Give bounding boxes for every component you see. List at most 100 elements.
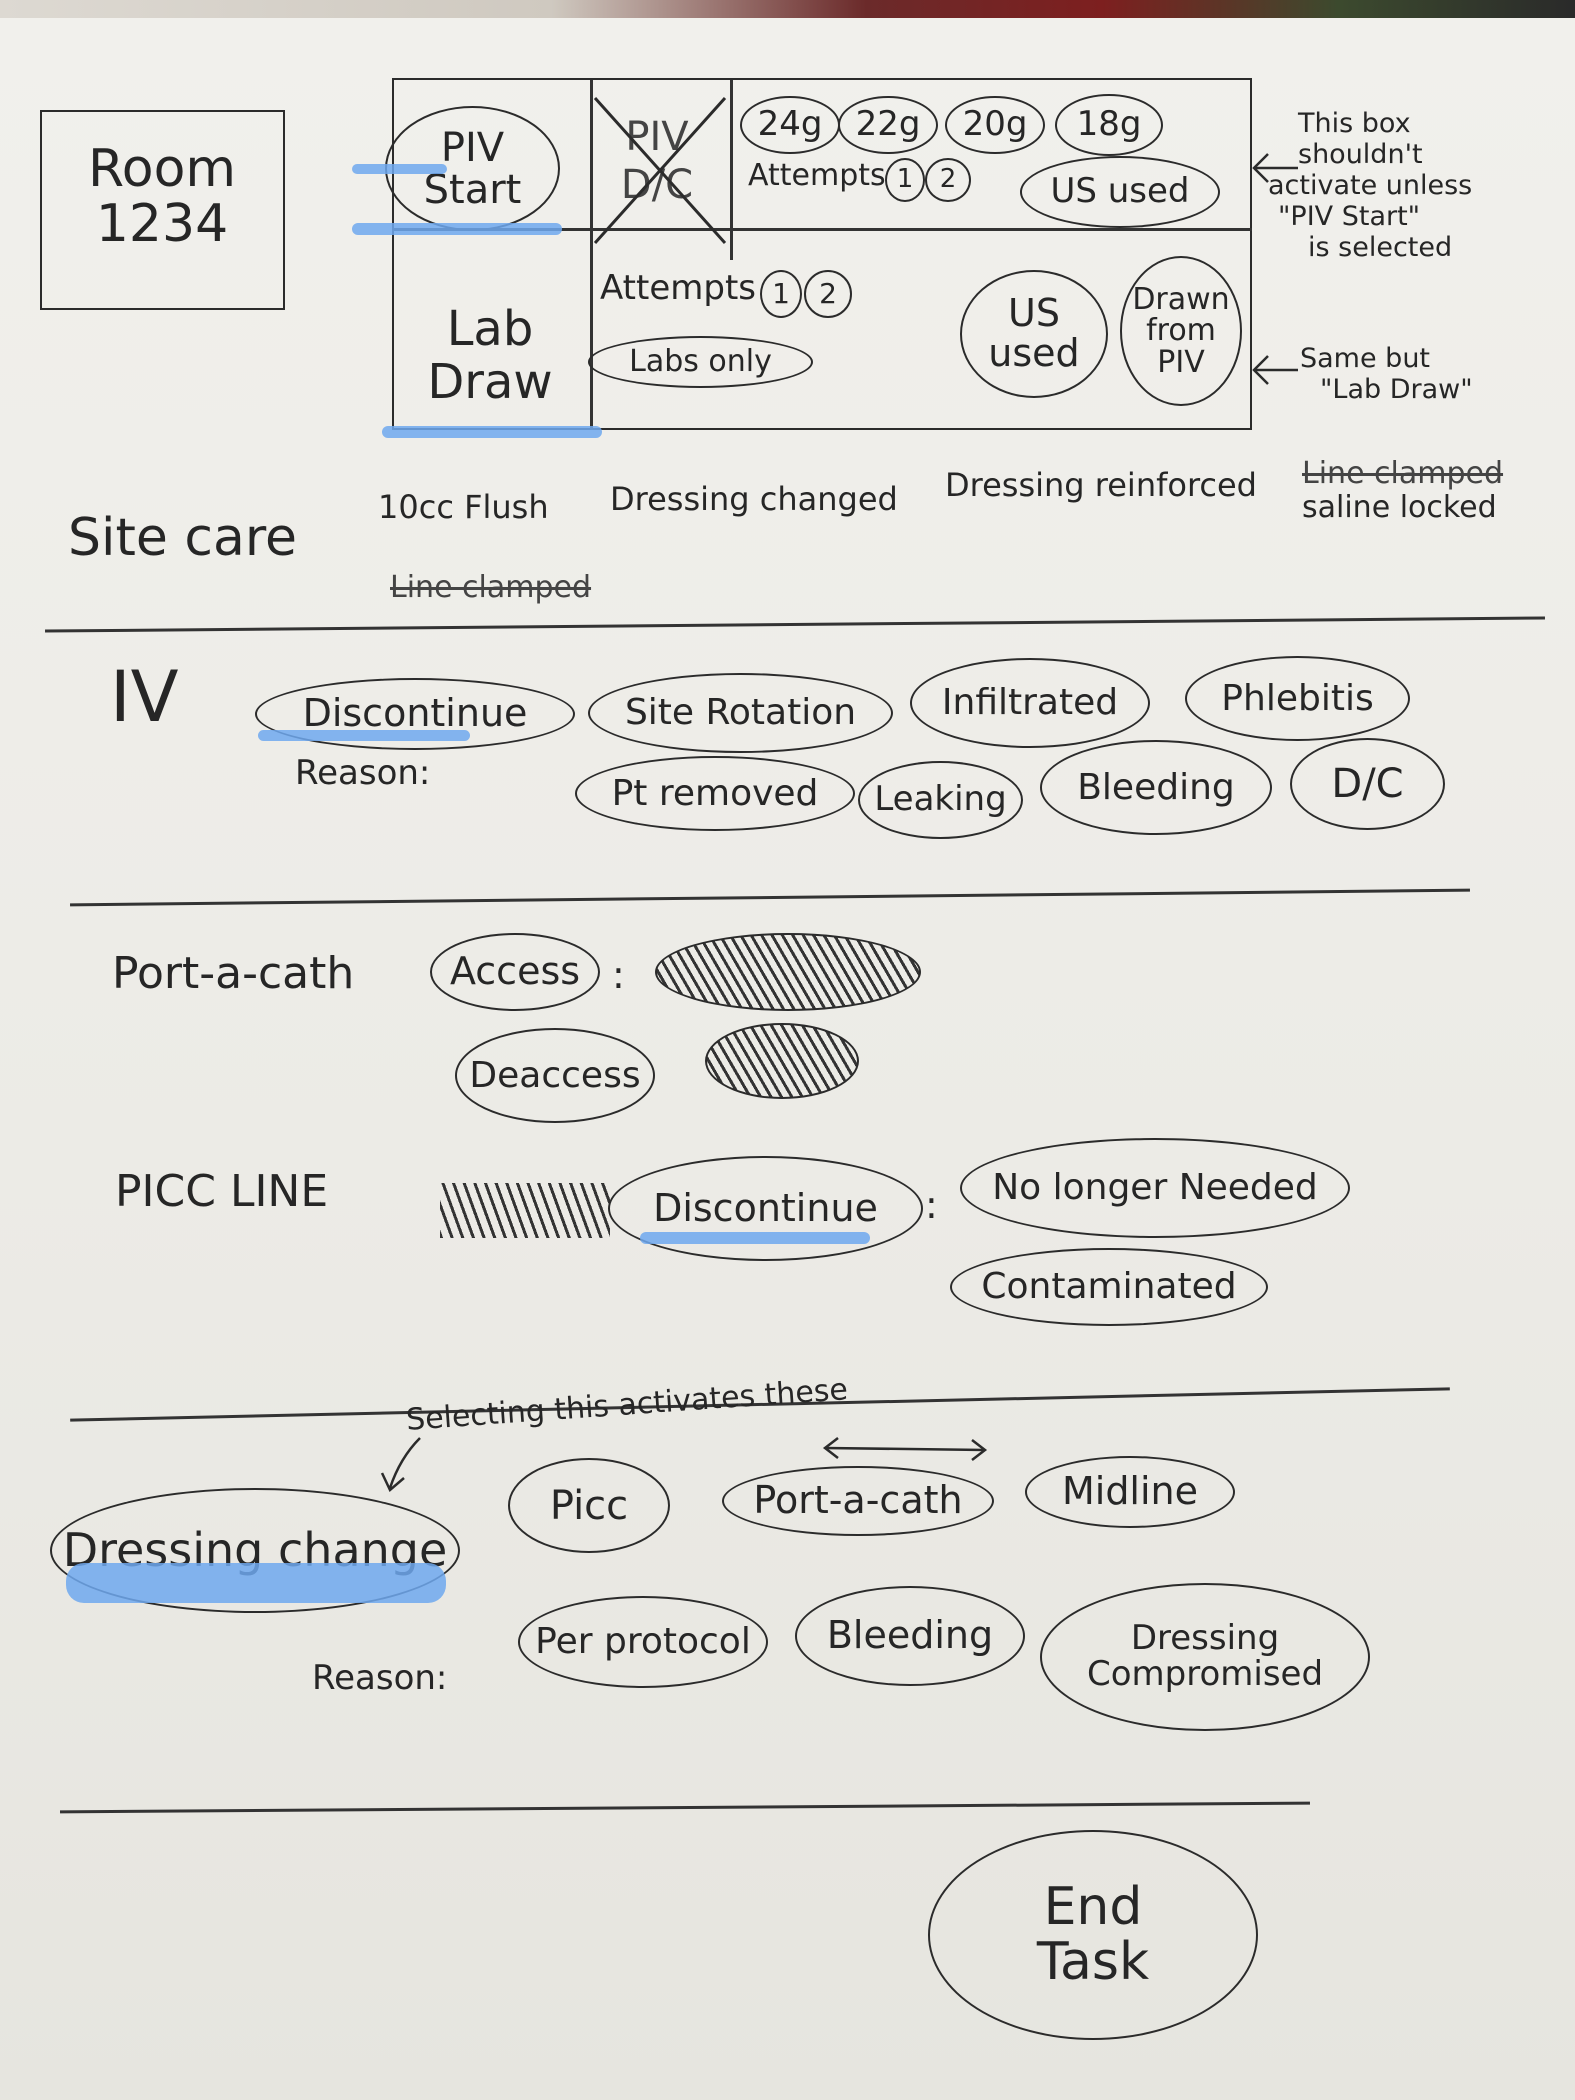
- iv-reason-site-rotation-label: Site Rotation: [624, 692, 857, 734]
- iv-discontinue-highlight: [258, 730, 470, 741]
- sketch-paper: Room 1234 PIV Start PIV D/C 24g 22g 20g …: [0, 18, 1575, 2100]
- picc-line-label: PICC LINE: [115, 1166, 329, 1217]
- piv-note-line3: activate unless: [1268, 170, 1473, 202]
- gauge-24g-label: 24g: [757, 104, 823, 145]
- labs-only-label: Labs only: [629, 344, 772, 380]
- iv-reason-label: Reason:: [295, 753, 431, 793]
- site-care-10cc-flush[interactable]: 10cc Flush: [378, 488, 549, 526]
- end-task-button[interactable]: End Task: [928, 1830, 1258, 2040]
- gauge-20g-chip[interactable]: 20g: [945, 96, 1045, 154]
- piv-note-line5: is selected: [1308, 232, 1453, 264]
- dressing-reason-bleeding[interactable]: Bleeding: [795, 1586, 1025, 1686]
- dressing-change-highlight: [66, 1563, 446, 1603]
- piv-attempts-label: Attempts: [748, 158, 886, 193]
- iv-reason-pt-removed[interactable]: Pt removed: [575, 756, 855, 831]
- lab-attempts-label: Attempts: [600, 268, 756, 308]
- drawn-from-piv-line2: from: [1146, 313, 1216, 349]
- piv-start-line2: Start: [423, 166, 522, 213]
- iv-reason-dc-label: D/C: [1331, 761, 1404, 807]
- piv-dc-button[interactable]: PIV D/C: [590, 93, 730, 253]
- dressing-type-picc[interactable]: Picc: [508, 1458, 670, 1553]
- gauge-22g-chip[interactable]: 22g: [838, 96, 938, 154]
- piv-note-arrow: [1252, 153, 1298, 183]
- drawn-from-piv-chip[interactable]: Drawn from PIV: [1120, 256, 1242, 406]
- divider-2: [70, 888, 1470, 906]
- dressing-reason-per-protocol[interactable]: Per protocol: [518, 1596, 768, 1688]
- dressing-reason-compromised-line2: Compromised: [1086, 1654, 1324, 1694]
- labs-only-chip[interactable]: Labs only: [588, 336, 813, 388]
- end-task-line1: End: [1043, 1877, 1143, 1938]
- end-task-line2: Task: [1036, 1932, 1150, 1992]
- port-deaccess-button[interactable]: Deaccess: [455, 1028, 655, 1123]
- iv-discontinue-button[interactable]: Discontinue: [255, 678, 575, 750]
- lab-note-line1: Same but: [1300, 343, 1431, 374]
- dressing-type-port-a-cath[interactable]: Port-a-cath: [722, 1466, 994, 1536]
- iv-reason-infiltrated[interactable]: Infiltrated: [910, 658, 1150, 748]
- gauge-18g-chip[interactable]: 18g: [1055, 94, 1163, 156]
- piv-attempt-1-label: 1: [896, 164, 914, 195]
- dressing-reason-label: Reason:: [312, 1658, 448, 1698]
- piv-attempt-2[interactable]: 2: [925, 158, 971, 202]
- dressing-reason-bleeding-label: Bleeding: [826, 1613, 994, 1658]
- room-label-line1: Room: [87, 139, 237, 199]
- drawn-from-piv-line3: PIV: [1157, 344, 1205, 380]
- piv-lab-panel: [392, 78, 1252, 430]
- lab-note: Same but "Lab Draw": [1300, 343, 1560, 405]
- dressing-reason-compromised-line1: Dressing: [1130, 1618, 1280, 1659]
- port-access-button[interactable]: Access: [430, 933, 600, 1011]
- lab-draw-highlight: [382, 426, 602, 438]
- port-a-cath-label: Port-a-cath: [112, 948, 355, 999]
- lab-note-line2: "Lab Draw": [1320, 374, 1473, 406]
- iv-reason-leaking[interactable]: Leaking: [858, 761, 1023, 839]
- panel-divider-h: [392, 228, 1252, 231]
- iv-reason-site-rotation[interactable]: Site Rotation: [588, 673, 893, 753]
- gauge-20g-label: 20g: [962, 104, 1028, 145]
- site-care-dressing-changed[interactable]: Dressing changed: [610, 480, 898, 518]
- lab-draw-line1: Lab: [446, 301, 534, 357]
- lab-us-used-chip[interactable]: US used: [960, 270, 1108, 398]
- gauge-22g-label: 22g: [855, 104, 921, 145]
- lab-attempt-1[interactable]: 1: [760, 270, 802, 318]
- dressing-type-port-a-cath-label: Port-a-cath: [753, 1478, 963, 1523]
- port-access-colon: :: [612, 953, 625, 997]
- site-care-line-clamped-struck-right: Line clamped: [1302, 456, 1504, 491]
- dressing-type-picc-label: Picc: [549, 1482, 629, 1529]
- iv-label: IV: [110, 656, 179, 738]
- dressing-reason-per-protocol-label: Per protocol: [535, 1621, 751, 1663]
- picc-scribbled-option: [440, 1183, 610, 1238]
- piv-start-line1: PIV: [440, 124, 505, 171]
- picc-discontinue-highlight: [640, 1232, 870, 1244]
- piv-dc-cross: [593, 96, 727, 245]
- lab-attempt-1-label: 1: [772, 277, 790, 311]
- piv-attempt-2-label: 2: [939, 164, 957, 195]
- piv-us-used-chip[interactable]: US used: [1020, 156, 1220, 228]
- picc-discontinue-button[interactable]: Discontinue: [608, 1156, 923, 1261]
- piv-start-highlight: [352, 164, 447, 174]
- picc-reason-no-longer-needed[interactable]: No longer Needed: [960, 1138, 1350, 1238]
- iv-reason-leaking-label: Leaking: [874, 779, 1007, 820]
- room-number: 1234: [95, 193, 229, 254]
- site-care-label: Site care: [68, 508, 298, 568]
- divider-1: [45, 616, 1545, 633]
- iv-reason-phlebitis[interactable]: Phlebitis: [1185, 656, 1410, 741]
- site-care-saline-locked[interactable]: saline locked: [1302, 490, 1497, 525]
- site-care-dressing-reinforced[interactable]: Dressing reinforced: [945, 466, 1257, 504]
- room-box: Room 1234: [40, 110, 285, 310]
- piv-note-line4: "PIV Start": [1278, 201, 1421, 233]
- gauge-18g-label: 18g: [1076, 104, 1142, 145]
- picc-reason-contaminated-label: Contaminated: [981, 1266, 1237, 1308]
- picc-reason-contaminated[interactable]: Contaminated: [950, 1248, 1268, 1326]
- gauge-24g-chip[interactable]: 24g: [740, 96, 840, 154]
- piv-attempt-1[interactable]: 1: [885, 158, 925, 202]
- panel-divider-v1: [590, 80, 593, 430]
- dressing-reason-compromised[interactable]: Dressing Compromised: [1040, 1583, 1370, 1731]
- lab-draw-button[interactable]: Lab Draw: [420, 303, 560, 409]
- iv-reason-bleeding[interactable]: Bleeding: [1040, 740, 1272, 835]
- lab-attempt-2[interactable]: 2: [804, 270, 852, 318]
- iv-reason-dc[interactable]: D/C: [1290, 738, 1445, 830]
- dressing-type-midline[interactable]: Midline: [1025, 1456, 1235, 1528]
- iv-reason-pt-removed-label: Pt removed: [611, 772, 819, 814]
- port-deaccess-scribbled-option: [705, 1023, 859, 1099]
- iv-reason-infiltrated-label: Infiltrated: [941, 682, 1119, 724]
- lab-draw-line2: Draw: [427, 353, 553, 410]
